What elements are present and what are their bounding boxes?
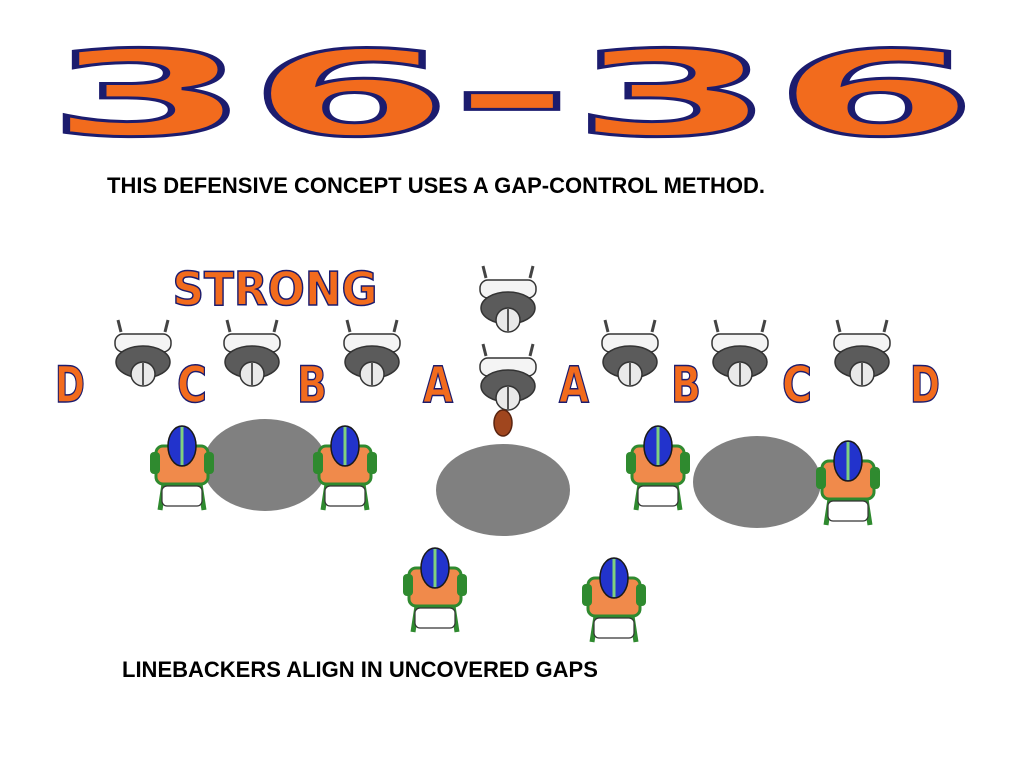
defensive-lineman	[150, 426, 214, 510]
offensive-lineman	[600, 318, 660, 388]
gap-label-strong-c: C	[177, 356, 207, 414]
gap-label-weak-c: C	[782, 356, 812, 414]
defensive-lineman	[313, 426, 377, 510]
gap-label-strong-d: D	[55, 356, 85, 414]
intro-text: THIS DEFENSIVE CONCEPT USES A GAP-CONTRO…	[107, 173, 766, 198]
gap-label-strong-b: B	[297, 356, 327, 414]
bottom-caption: LINEBACKERS ALIGN IN UNCOVERED GAPS	[122, 657, 598, 682]
defensive-lineman	[816, 441, 880, 525]
gap-label-weak-a: A	[559, 356, 589, 414]
offensive-lineman	[710, 318, 770, 388]
gap-label-weak-d: D	[910, 356, 940, 414]
gap-ellipse-strong-c	[203, 419, 327, 511]
linebacker	[582, 558, 646, 642]
offensive-lineman	[222, 318, 282, 388]
offensive-center	[478, 342, 538, 412]
offensive-lineman	[342, 318, 402, 388]
linebacker	[403, 548, 467, 632]
defensive-lineman	[626, 426, 690, 510]
offensive-lineman	[113, 318, 173, 388]
gap-ellipse-weak-c	[693, 436, 821, 528]
gap-ellipse-a	[436, 444, 570, 536]
offensive-back	[478, 264, 538, 334]
gap-label-strong-a: A	[423, 356, 453, 414]
offensive-lineman	[832, 318, 892, 388]
strong-label: STRONG	[173, 262, 378, 316]
football-icon	[493, 409, 513, 437]
slide-title: 36-36	[47, 25, 977, 163]
gap-label-weak-b: B	[671, 356, 701, 414]
